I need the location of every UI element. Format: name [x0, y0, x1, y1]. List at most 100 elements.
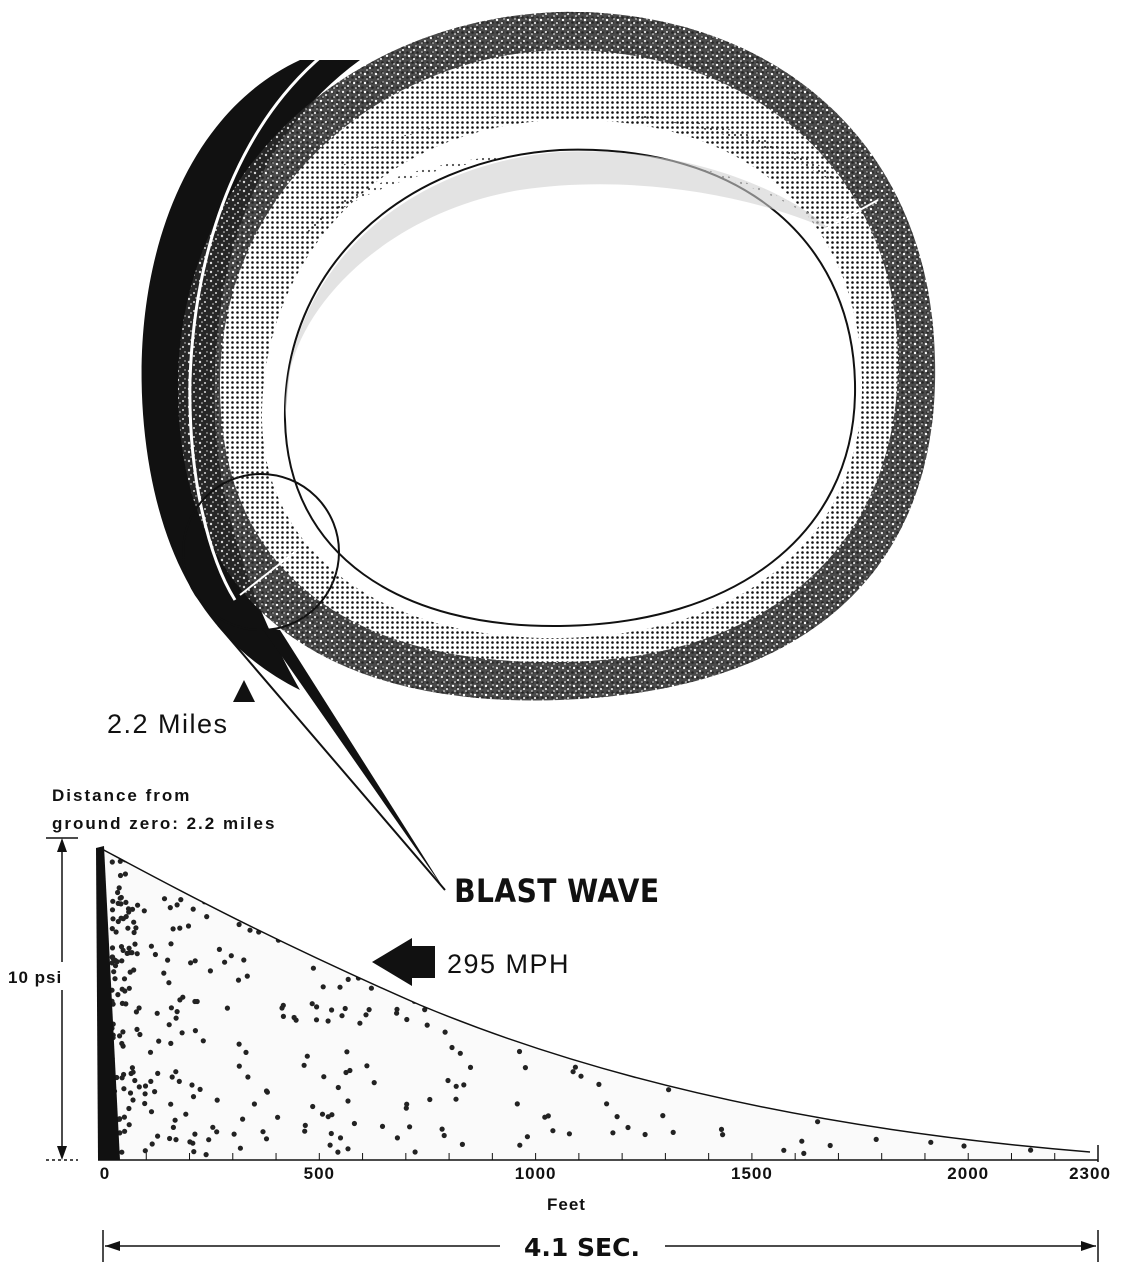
- wave-dot: [459, 993, 464, 998]
- wave-dot: [1054, 887, 1059, 892]
- wave-dot: [791, 1077, 796, 1082]
- wave-dot: [1028, 1148, 1033, 1153]
- wave-dot: [873, 867, 878, 872]
- wave-dot: [380, 1124, 385, 1129]
- wave-dot: [866, 1069, 871, 1074]
- wave-dot: [630, 948, 635, 953]
- wave-dot: [784, 906, 789, 911]
- wave-dot: [119, 958, 124, 963]
- wave-dot: [142, 908, 147, 913]
- wave-dot: [404, 1106, 409, 1111]
- wave-dot: [328, 921, 333, 926]
- wave-dot: [215, 871, 220, 876]
- wave-dot: [773, 979, 778, 984]
- wave-dot: [753, 1078, 758, 1083]
- wave-dot: [750, 1093, 755, 1098]
- wave-dot: [876, 956, 881, 961]
- wave-dot: [128, 1090, 133, 1095]
- wave-dot: [388, 920, 393, 925]
- wave-dot: [1002, 884, 1007, 889]
- x-tick-label: 500: [304, 1164, 335, 1183]
- wave-dot: [110, 899, 115, 904]
- wave-dot: [805, 936, 810, 941]
- wave-dot: [302, 1063, 307, 1068]
- wave-dot: [1054, 981, 1059, 986]
- wave-dot: [413, 1149, 418, 1154]
- wave-dot: [379, 931, 384, 936]
- wave-dot: [155, 1134, 160, 1139]
- wave-dot: [142, 853, 147, 858]
- pressure-label: 10 psi: [8, 968, 62, 987]
- wave-dot: [152, 1089, 157, 1094]
- wave-dot: [123, 871, 128, 876]
- wave-dot: [981, 1079, 986, 1084]
- wave-dot: [815, 1119, 820, 1124]
- wave-dot: [720, 1132, 725, 1137]
- wave-dot: [130, 907, 135, 912]
- wave-dot: [133, 925, 138, 930]
- wave-dot: [122, 976, 127, 981]
- wave-dot: [684, 958, 689, 963]
- wave-dot: [247, 928, 252, 933]
- wave-dot: [236, 978, 241, 983]
- wave-dot: [1001, 1035, 1006, 1040]
- x-tick-label: 2300: [1069, 1164, 1111, 1183]
- wave-dot: [192, 1132, 197, 1137]
- wave-dot: [110, 945, 115, 950]
- distance-label-line2: ground zero: 2.2 miles: [52, 814, 276, 833]
- wave-dot: [112, 976, 117, 981]
- wave-dot: [227, 861, 232, 866]
- wave-dot: [563, 941, 568, 946]
- wave-dot: [884, 924, 889, 929]
- wave-dot: [120, 1029, 125, 1034]
- wave-dot: [216, 859, 221, 864]
- wave-dot: [293, 856, 298, 861]
- wave-dot: [555, 915, 560, 920]
- wave-dot: [155, 1071, 160, 1076]
- wave-dot: [408, 868, 413, 873]
- speed-label: 295 MPH: [447, 949, 570, 979]
- wave-dot: [641, 1000, 646, 1005]
- wave-dot: [206, 1137, 211, 1142]
- wave-dot: [1020, 877, 1025, 882]
- wave-dot: [125, 926, 130, 931]
- wave-dot: [320, 880, 325, 885]
- wave-dot: [358, 880, 363, 885]
- wave-dot: [449, 1045, 454, 1050]
- wave-dot: [655, 918, 660, 923]
- wave-dot: [130, 1097, 135, 1102]
- wave-dot: [427, 1097, 432, 1102]
- wave-dot: [237, 1042, 242, 1047]
- wave-dot: [115, 890, 120, 895]
- wave-dot: [188, 960, 193, 965]
- ring-marker-label: 2.2 Miles: [107, 709, 229, 739]
- wave-dot: [566, 1016, 571, 1021]
- wave-dot: [517, 1049, 522, 1054]
- wave-dot: [928, 1140, 933, 1145]
- wave-dot: [603, 1013, 608, 1018]
- wave-dot: [867, 1052, 872, 1057]
- wave-dot: [445, 1078, 450, 1083]
- wave-dot: [1012, 1038, 1017, 1043]
- wave-dot: [239, 858, 244, 863]
- wave-dot: [191, 1149, 196, 1154]
- wave-dot: [292, 1015, 297, 1020]
- wave-dot: [170, 1074, 175, 1079]
- wave-dot: [1042, 993, 1047, 998]
- wave-dot: [142, 1101, 147, 1106]
- x-tick-label: 1000: [515, 1164, 557, 1183]
- wave-dot: [781, 1148, 786, 1153]
- wave-dot: [912, 1012, 917, 1017]
- wave-dot: [908, 912, 913, 917]
- wave-dot: [204, 1152, 209, 1157]
- wave-dot: [312, 878, 317, 883]
- wave-dot: [735, 978, 740, 983]
- wave-dot: [352, 928, 357, 933]
- wave-dot: [110, 954, 115, 959]
- wave-dot: [550, 1128, 555, 1133]
- wave-dot: [680, 915, 685, 920]
- wave-dot: [177, 997, 182, 1002]
- wave-dot: [134, 1009, 139, 1014]
- wave-dot: [186, 923, 191, 928]
- wave-dot: [363, 1012, 368, 1017]
